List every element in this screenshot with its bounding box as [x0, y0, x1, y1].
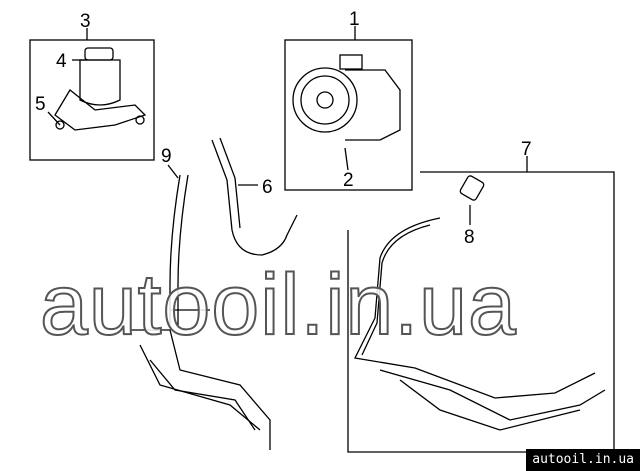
return-hose-edge [177, 174, 189, 325]
pressure-line-part [211, 139, 298, 256]
callout-8: 8 [464, 227, 475, 248]
leader-lines [47, 26, 528, 225]
pump-box [284, 39, 413, 191]
return-hose-part [169, 174, 181, 325]
callout-9: 9 [161, 146, 172, 167]
callout-2: 2 [343, 170, 354, 191]
callout-5: 5 [35, 94, 46, 115]
callout-1: 1 [349, 9, 360, 30]
reservoir-part [54, 47, 147, 131]
callout-3: 3 [80, 11, 91, 32]
pressure-line-edge [219, 137, 241, 229]
fitting-part [459, 175, 485, 201]
callout-6: 6 [262, 177, 273, 198]
reservoir-box [29, 39, 155, 161]
hose-assembly-part [354, 217, 606, 431]
pump-part [292, 54, 401, 141]
callout-4: 4 [56, 51, 67, 72]
cooler-lines-left [130, 309, 271, 450]
watermark: autooil.in.ua [39, 257, 517, 353]
callout-7: 7 [521, 139, 532, 160]
footer-watermark: autooil.in.ua [526, 449, 640, 471]
